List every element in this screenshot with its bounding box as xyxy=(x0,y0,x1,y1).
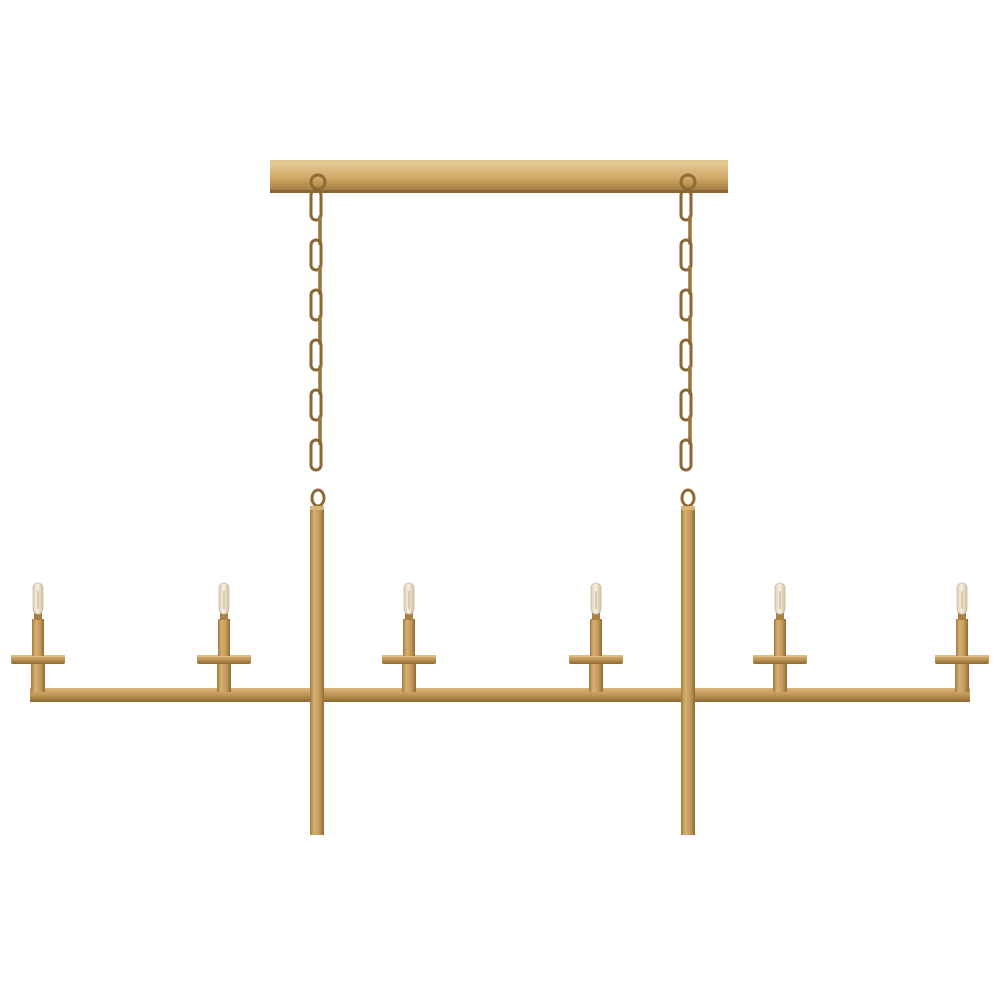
chain-link xyxy=(309,238,323,272)
chain-left xyxy=(309,173,327,508)
candle-sleeve xyxy=(32,619,44,656)
chain-link xyxy=(679,438,693,472)
candle-arm xyxy=(569,582,623,692)
arm-riser xyxy=(955,662,969,692)
chain-link xyxy=(318,365,322,395)
stem-right xyxy=(681,506,695,835)
candle-arm xyxy=(11,582,65,692)
arm-riser xyxy=(773,662,787,692)
bulb-socket xyxy=(405,612,413,620)
chain-link xyxy=(688,415,692,445)
stem-right-joint xyxy=(681,686,695,704)
chain-right xyxy=(679,173,697,508)
bulb-socket xyxy=(958,612,966,620)
chain-link xyxy=(688,365,692,395)
arm-riser xyxy=(217,662,231,692)
stem-left-joint xyxy=(310,686,324,704)
stem-left xyxy=(310,506,324,835)
bobeche xyxy=(569,655,623,664)
chain-link xyxy=(309,388,323,422)
chain-link xyxy=(309,288,323,322)
bulb-socket xyxy=(220,612,228,620)
chain-link xyxy=(679,388,693,422)
chain-link xyxy=(688,315,692,345)
chain-link xyxy=(318,215,322,245)
candle-arm xyxy=(197,582,251,692)
chain-link xyxy=(318,315,322,345)
chain-link xyxy=(679,338,693,372)
chain-link xyxy=(688,215,692,245)
candle-sleeve xyxy=(774,619,786,656)
arm-riser xyxy=(402,662,416,692)
chain-link xyxy=(309,438,323,472)
candle-arms xyxy=(11,582,989,692)
candle-arm xyxy=(382,582,436,692)
chain-link xyxy=(309,188,323,222)
chain-link xyxy=(309,338,323,372)
bobeche xyxy=(935,655,989,664)
ceiling-canopy xyxy=(270,160,728,193)
chain-link xyxy=(688,265,692,295)
bulb-socket xyxy=(776,612,784,620)
candle-arm xyxy=(935,582,989,692)
bobeche xyxy=(11,655,65,664)
candle-sleeve xyxy=(956,619,968,656)
chain-link xyxy=(318,415,322,445)
chain-link xyxy=(679,288,693,322)
chain-end-loop xyxy=(310,488,326,508)
chain-link xyxy=(318,265,322,295)
bobeche xyxy=(753,655,807,664)
bobeche xyxy=(197,655,251,664)
bobeche xyxy=(382,655,436,664)
chain-link xyxy=(679,188,693,222)
chain-end-loop xyxy=(680,488,696,508)
bulb-socket xyxy=(34,612,42,620)
arm-riser xyxy=(589,662,603,692)
arm-riser xyxy=(31,662,45,692)
candle-sleeve xyxy=(218,619,230,656)
bulb-socket xyxy=(592,612,600,620)
candle-sleeve xyxy=(403,619,415,656)
candle-sleeve xyxy=(590,619,602,656)
candle-arm xyxy=(753,582,807,692)
horizontal-bar xyxy=(30,688,970,702)
chain-link xyxy=(679,238,693,272)
